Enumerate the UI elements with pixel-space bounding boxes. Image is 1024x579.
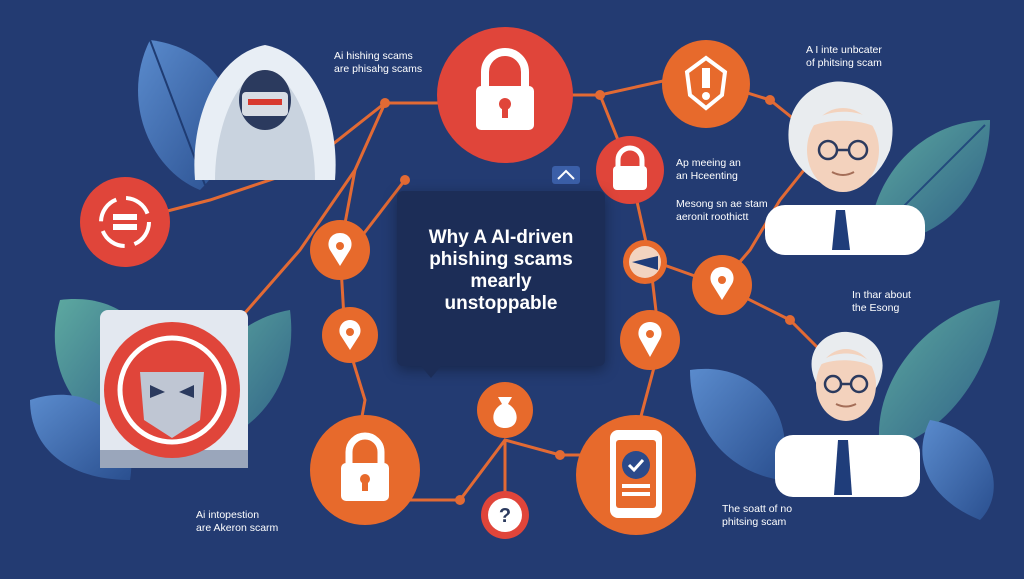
label-top-right: A I inte unbcater of phitsing scam [806, 44, 882, 70]
hacker-avatar-node [623, 240, 667, 284]
title-line-1: Why A AI-driven [428, 227, 574, 248]
title-line-4: unstoppable [444, 293, 558, 314]
svg-text:?: ? [499, 505, 511, 527]
leaf-decoration-right-bottom [690, 300, 1000, 520]
refresh-node-left [80, 177, 170, 267]
person-pin-node [322, 307, 378, 363]
person-pin-node-right [692, 255, 752, 315]
label-right-line-1: In thar about [852, 289, 911, 301]
label-top-left-line-2: are phisahg scams [334, 63, 423, 75]
mobile-verified-node [576, 415, 696, 535]
label-top-left-line-1: Ai hishing scams [334, 50, 413, 62]
location-pin-node-2 [620, 310, 680, 370]
question-mark-node: ? [481, 491, 529, 539]
label-top-left: Ai hishing scams are phisahg scams [334, 50, 422, 76]
location-pin-node-1 [310, 220, 370, 280]
money-bag-node [477, 382, 533, 438]
cloud-tag-icon [552, 166, 580, 184]
label-right: In thar about the Esong [852, 289, 911, 315]
label-bottom-right: The soatt of no phitsing scam [722, 503, 792, 529]
label-mid-right-1: Ap meeing an an Hceenting [676, 157, 741, 183]
label-right-line-2: the Esong [852, 302, 900, 314]
label-bottom-left: Ai intopestion are Akeron scarm [196, 509, 278, 535]
label-bottom-right-line-2: phitsing scam [722, 516, 787, 528]
title-card: Why A AI-driven phishing scams mearly un… [397, 191, 605, 378]
label-bottom-left-line-2: are Akeron scarm [196, 522, 279, 534]
label-mid-right-2-line-1: Mesong sn ae stam [676, 198, 768, 210]
label-mid-right-2-line-2: aeronit roothictt [676, 211, 749, 223]
title-line-2: phishing scams [429, 249, 573, 270]
label-bottom-left-line-1: Ai intopestion [196, 509, 260, 521]
page-title: Why A AI-driven phishing scams mearly un… [397, 227, 605, 315]
title-line-3: mearly [470, 271, 532, 292]
elderly-man-bottom-icon [775, 331, 920, 497]
label-top-right-line-1: A I inte unbcater [806, 44, 882, 56]
hacker-mask-node [100, 310, 248, 468]
label-mid-right-1-line-2: an Hceenting [676, 170, 738, 182]
padlock-node-mid-right [596, 136, 664, 204]
label-mid-right-2: Mesong sn ae stam aeronit roothictt [676, 198, 768, 224]
elderly-man-glasses-icon [765, 81, 925, 255]
hooded-hacker-figure-icon [194, 45, 336, 180]
padlock-node-top [437, 27, 573, 163]
label-bottom-right-line-1: The soatt of no [722, 503, 793, 515]
padlock-node-bottom [310, 415, 420, 525]
label-top-right-line-2: of phitsing scam [806, 57, 882, 69]
alert-badge-node [662, 40, 750, 128]
label-mid-right-1-line-1: Ap meeing an [676, 157, 741, 169]
